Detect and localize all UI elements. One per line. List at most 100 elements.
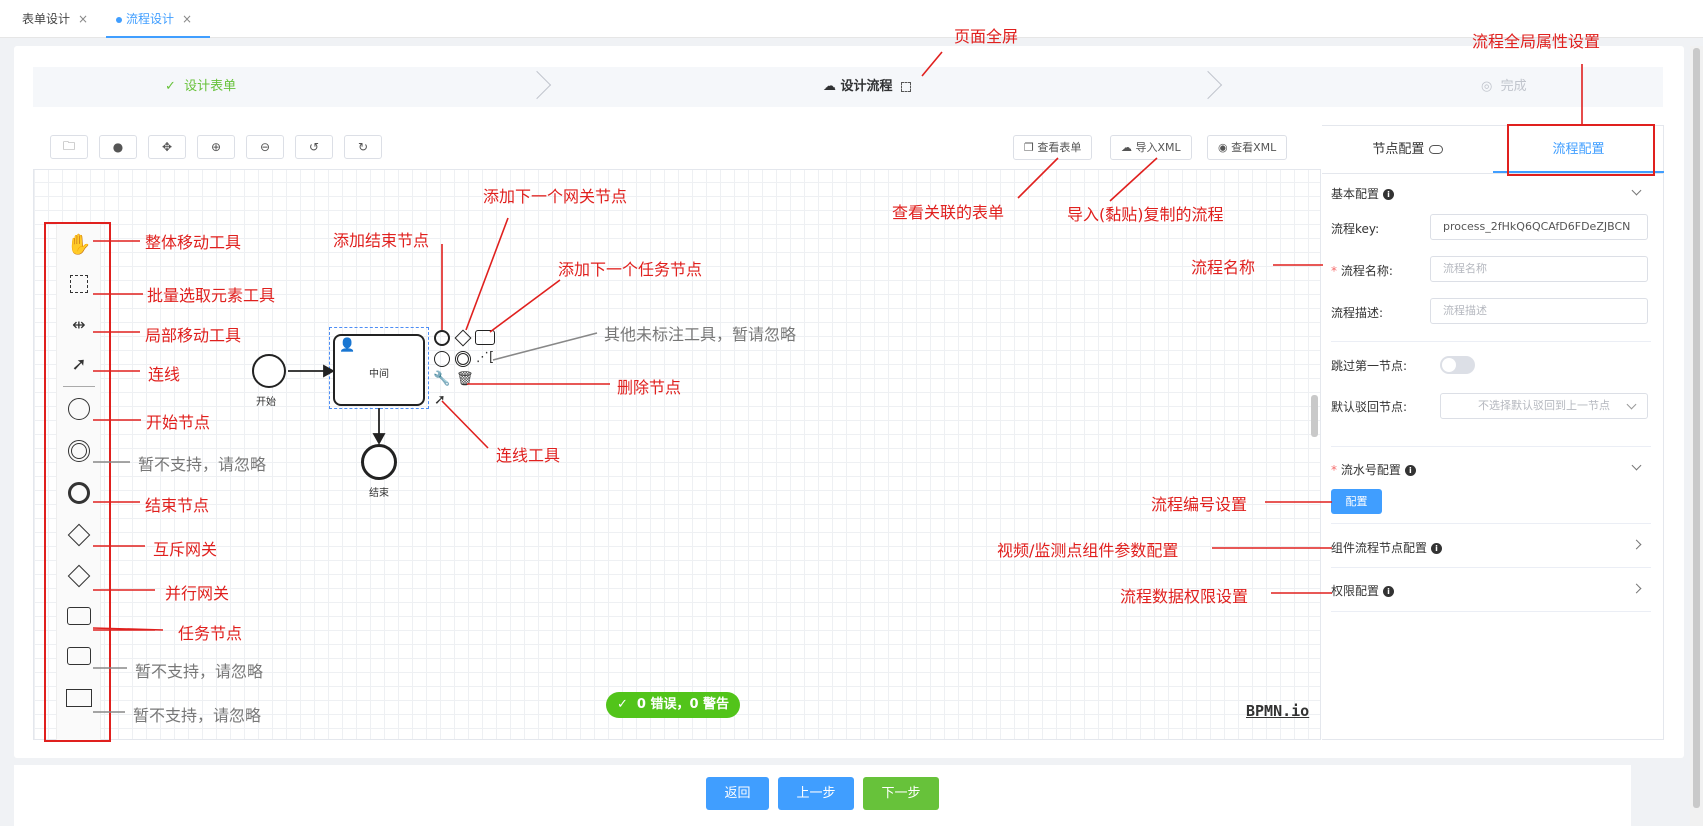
process-desc-input[interactable]: 流程描述 [1430, 298, 1648, 324]
process-name-input[interactable]: 流程名称 [1430, 256, 1648, 282]
close-icon[interactable]: × [182, 12, 193, 26]
new-button[interactable]: ● [99, 135, 137, 159]
tab-label: 表单设计 [22, 12, 71, 26]
info-icon: i [1383, 586, 1395, 597]
step-label: 完成 [1500, 79, 1527, 94]
step-label: 设计表单 [184, 79, 237, 94]
annotation-add-task: 添加下一个任务节点 [558, 260, 703, 279]
redo-icon: ↻ [357, 140, 369, 154]
button-label: 查看XML [1231, 141, 1277, 154]
fit-button[interactable]: ✥ [148, 135, 186, 159]
annotation-hand-tool: 整体移动工具 [145, 233, 242, 252]
step-design-process: ☁ 设计流程 [823, 67, 912, 107]
undo-icon: ↺ [308, 140, 320, 154]
start-event-icon [68, 398, 90, 420]
append-intermediate-icon[interactable] [434, 351, 450, 367]
tab-process-config[interactable]: 流程配置 [1493, 126, 1664, 173]
open-file-button[interactable]: 🗀 [50, 135, 88, 159]
step-design-form: ✓ 设计表单 [165, 67, 236, 107]
folder-icon: 🗀 [62, 138, 75, 153]
annotation-process-name: 流程名称 [1191, 258, 1256, 277]
bpmn-io-logo[interactable]: BPMN.io [1246, 702, 1310, 720]
lint-status-badge[interactable]: ✓ 0 错误，0 警告 [606, 692, 740, 718]
text-annotation-icon[interactable]: ⋰[ [476, 350, 495, 365]
global-connect-tool[interactable]: ➚ [62, 347, 96, 381]
skip-first-switch[interactable] [1440, 356, 1475, 374]
connect-icon[interactable]: ➚ [434, 392, 446, 408]
section-label: 基本配置 [1331, 187, 1380, 201]
zoom-in-button[interactable]: ⊕ [197, 135, 235, 159]
tab-node-config[interactable]: 节点配置 [1322, 126, 1493, 173]
hand-icon: ✋ [66, 232, 92, 256]
create-end-event[interactable] [62, 476, 96, 510]
tab-label: 流程设计 [126, 12, 175, 26]
annotation-connect-tool: 连线工具 [496, 446, 561, 465]
scrollbar-thumb[interactable] [1693, 48, 1700, 808]
undo-button[interactable]: ↺ [295, 135, 333, 159]
cloud-upload-icon: ☁ [1121, 141, 1132, 154]
connect-icon: ➚ [71, 353, 87, 375]
append-end-event-icon[interactable] [434, 330, 450, 346]
palette-highlight-box [44, 222, 111, 742]
lasso-tool[interactable] [62, 267, 96, 301]
create-subprocess[interactable] [62, 639, 96, 673]
fullscreen-icon[interactable] [901, 81, 912, 92]
process-tab-highlight-box [1507, 124, 1655, 176]
annotation-task-node: 任务节点 [178, 624, 243, 643]
create-pool[interactable] [62, 681, 96, 715]
user-task[interactable]: 👤 中间 [333, 334, 425, 406]
create-task[interactable] [62, 599, 96, 633]
append-task-icon[interactable] [475, 330, 495, 345]
close-icon[interactable]: × [78, 12, 89, 26]
end-event[interactable] [361, 444, 397, 480]
button-label: 查看表单 [1037, 141, 1082, 154]
bpmn-palette: ✋ ⇹ ➚ [56, 222, 101, 742]
reject-node-select[interactable]: 不选择默认驳回到上一节点 [1440, 393, 1648, 419]
back-button[interactable]: 返回 [706, 777, 769, 810]
tab-process-design[interactable]: 流程设计 × [106, 0, 210, 38]
annotation-end-node: 结束节点 [145, 496, 210, 515]
hand-tool[interactable]: ✋ [62, 227, 96, 261]
view-form-button[interactable]: ❐ 查看表单 [1013, 135, 1093, 160]
view-xml-button[interactable]: ◉ 查看XML [1207, 135, 1288, 160]
wrench-icon[interactable]: 🔧 [433, 371, 451, 387]
zoom-out-icon: ⊖ [259, 140, 271, 154]
import-xml-button[interactable]: ☁ 导入XML [1110, 135, 1192, 160]
divider [1331, 341, 1651, 342]
process-desc-label: 流程描述: [1331, 306, 1384, 320]
bpmn-canvas[interactable] [33, 125, 1321, 740]
annotation-unsupported-1: 暂不支持，请忽略 [138, 455, 267, 474]
step-label: 设计流程 [840, 79, 893, 94]
page-scrollbar[interactable] [1690, 46, 1703, 826]
start-event-label: 开始 [256, 397, 276, 408]
tab-form-design[interactable]: 表单设计 × [12, 0, 98, 38]
trash-icon[interactable]: 🗑 [456, 371, 474, 387]
divider [1331, 567, 1651, 568]
pool-icon [66, 689, 92, 707]
zoom-out-button[interactable]: ⊖ [246, 135, 284, 159]
annotation-connect: 连线 [148, 365, 181, 384]
annotation-other-tools: 其他未标注工具，暂请忽略 [604, 325, 797, 344]
next-button[interactable]: 下一步 [863, 777, 939, 810]
info-icon: i [1431, 543, 1443, 554]
space-tool[interactable]: ⇹ [62, 307, 96, 341]
active-dot-icon [116, 16, 122, 23]
append-intermediate-throw-icon[interactable] [455, 351, 471, 367]
designer-toolbar: 🗀 ● ✥ ⊕ ⊖ ↺ ↻ ❐ 查看表单 ☁ 导入XML ◉ 查看XML [33, 125, 1321, 170]
process-key-input[interactable]: process_2fHkQ6QCAfD6FDeZJBCN [1430, 214, 1648, 240]
create-start-event[interactable] [62, 392, 96, 426]
redo-button[interactable]: ↻ [344, 135, 382, 159]
create-intermediate-event[interactable] [62, 434, 96, 468]
user-icon: 👤 [339, 338, 356, 353]
user-task-icon [67, 607, 91, 625]
prev-button[interactable]: 上一步 [778, 777, 854, 810]
serial-config-button[interactable]: 配置 [1331, 489, 1382, 514]
divider [1331, 523, 1651, 524]
start-event[interactable] [252, 354, 286, 388]
annotation-view-linked-form: 查看关联的表单 [892, 203, 1005, 222]
canvas-scrollbar[interactable] [1311, 395, 1318, 437]
